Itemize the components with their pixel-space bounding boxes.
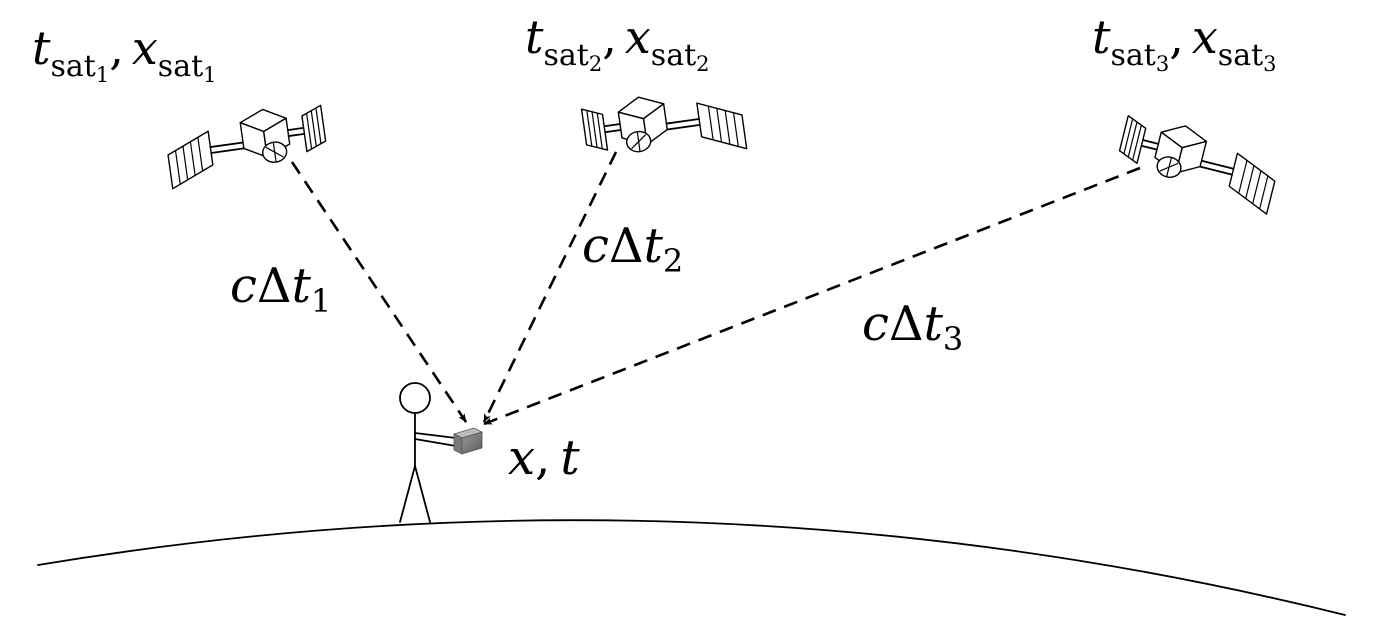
signal-line-1: [290, 161, 468, 423]
satellite-3-icon: [1112, 110, 1284, 216]
distance-label-3: cΔt3: [862, 296, 963, 358]
distance-label-2: cΔt2: [582, 218, 683, 280]
satellite-1-icon: [162, 100, 331, 190]
distance-label-1: cΔt1: [230, 258, 331, 320]
satellite-2-icon: [580, 82, 748, 172]
receiver-label: x,t: [508, 430, 580, 486]
earth-surface-curve: [37, 519, 1346, 616]
signal-line-3: [483, 166, 1141, 426]
stick-figure-icon: [399, 382, 457, 523]
satellite-2-label: tsat2,xsat2: [525, 10, 710, 76]
gps-receiver-icon: [452, 427, 484, 455]
satellite-1-label: tsat1,xsat1: [32, 21, 217, 87]
signal-line-2: [482, 151, 618, 423]
satellite-3-label: tsat3,xsat3: [1092, 10, 1277, 76]
